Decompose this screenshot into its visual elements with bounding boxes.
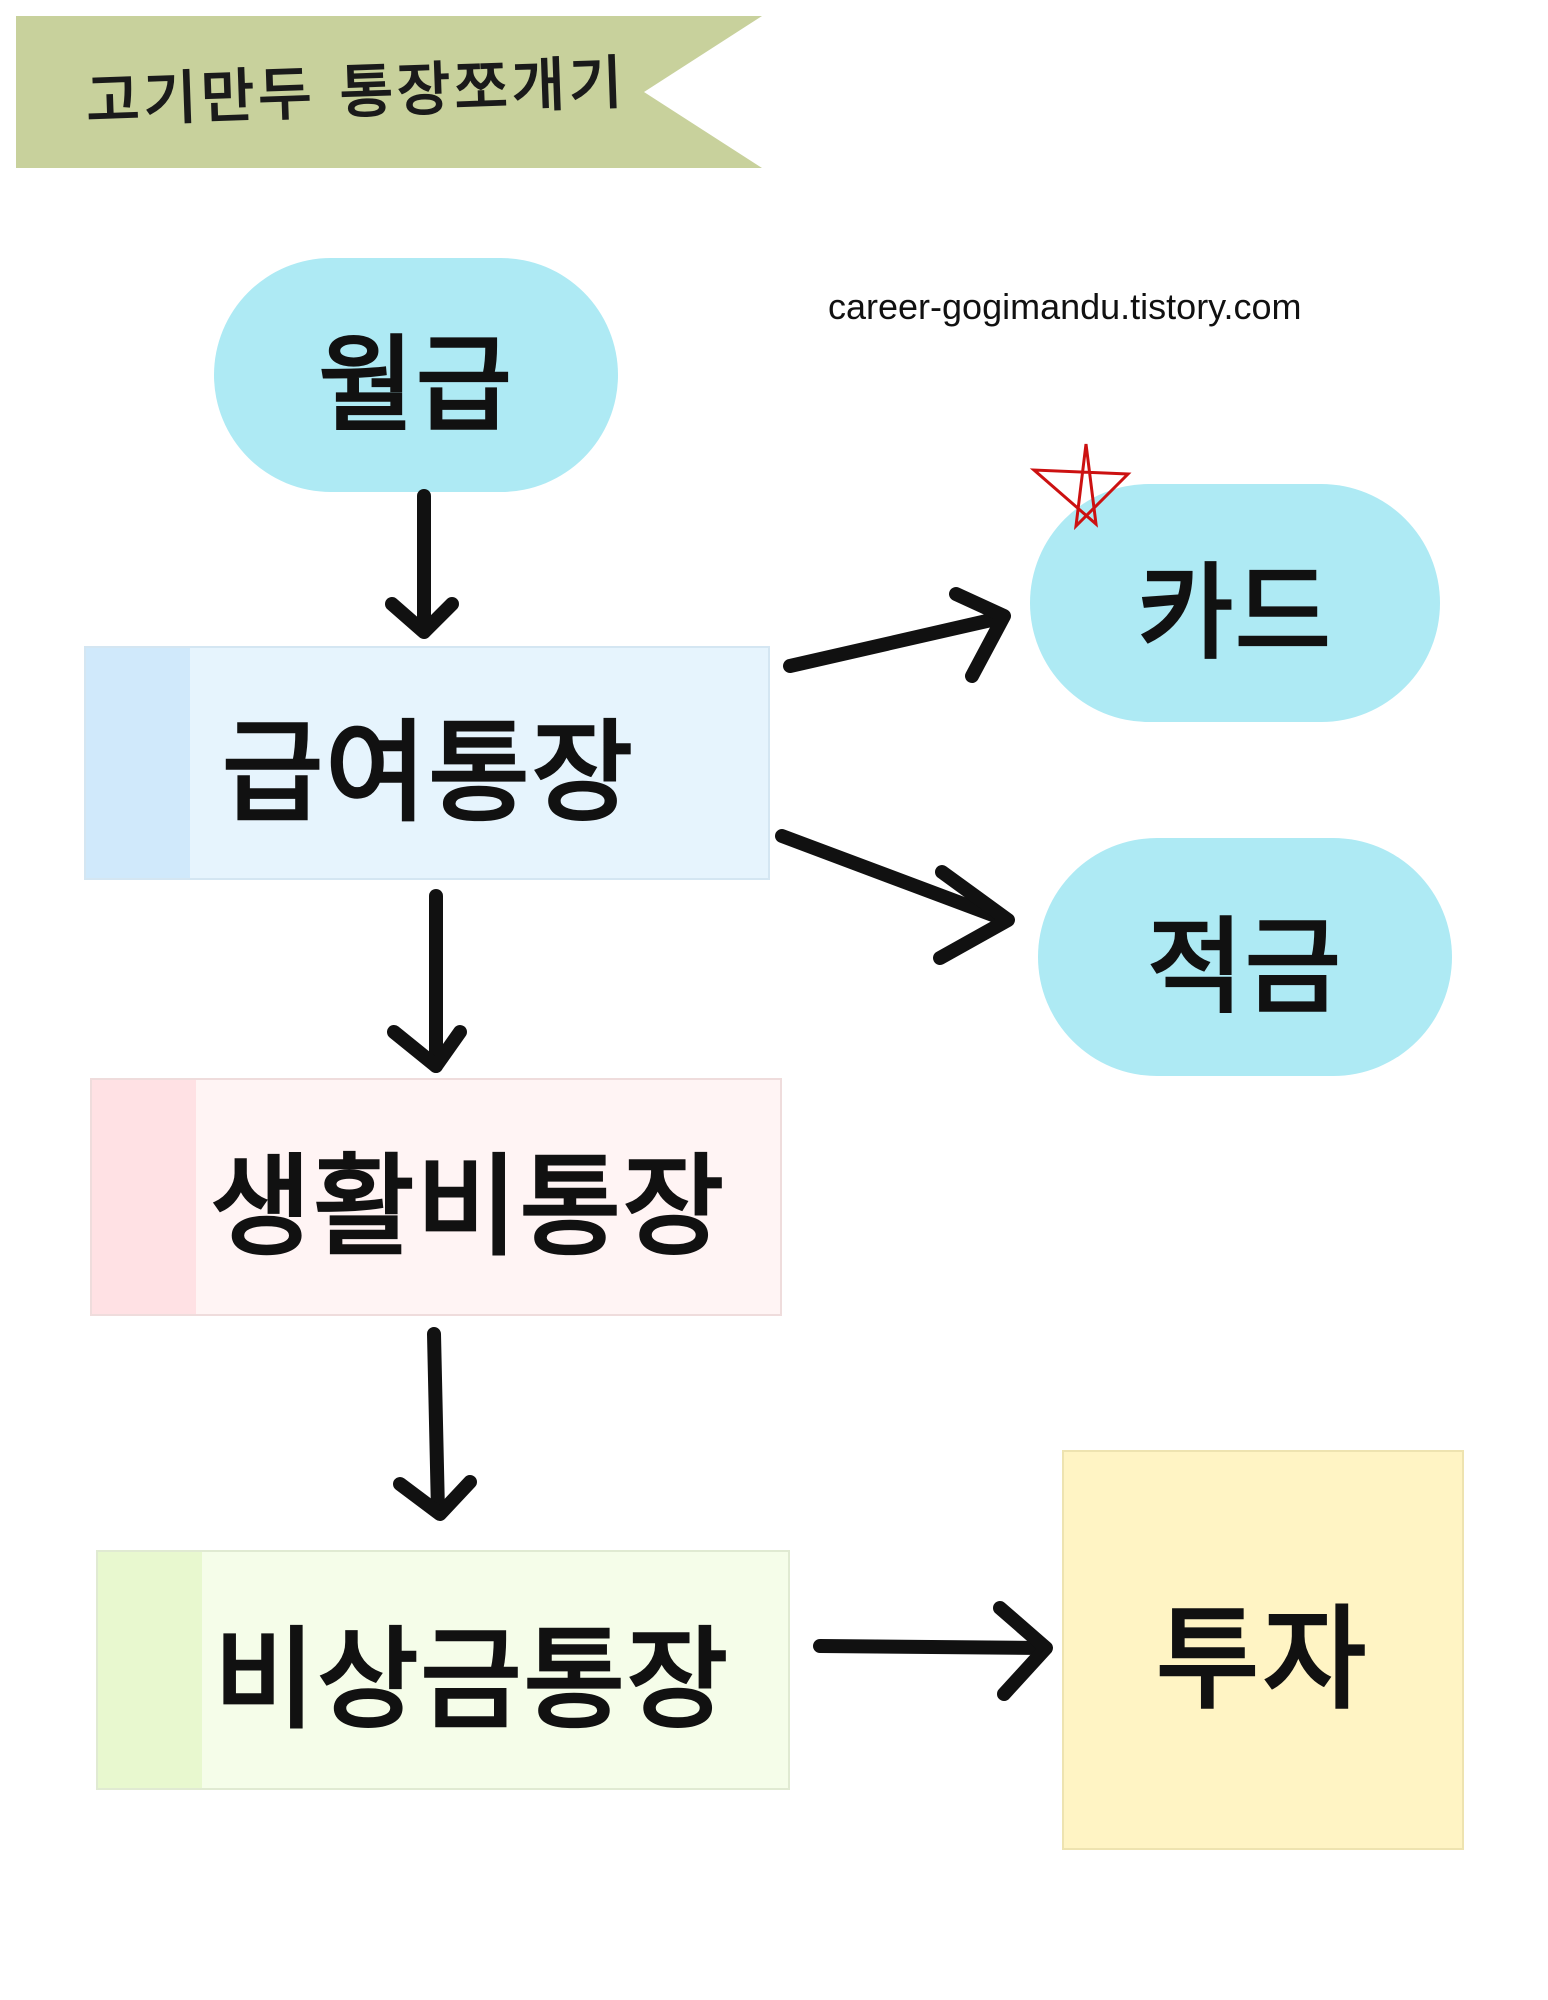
arrow-salary-to-salary-account (385, 489, 459, 639)
node-salary-account-label: 급여통장 (222, 709, 635, 837)
node-savings: 적금 (1038, 838, 1452, 1076)
node-emergency-account-label: 비상금통장 (214, 1616, 730, 1744)
arrow-salary-account-to-living-account (387, 889, 467, 1073)
arrow-salary-account-to-card (783, 587, 1011, 683)
emergency-account-strip (98, 1552, 202, 1788)
node-savings-label: 적금 (1147, 905, 1343, 1028)
arrow-salary-account-to-savings (775, 829, 1015, 965)
node-salary: 월급 (214, 258, 618, 492)
salary-account-strip (86, 648, 190, 878)
banner-shape (16, 16, 762, 168)
node-investment: 투자 (1062, 1450, 1464, 1850)
node-salary-account: 급여통장 (84, 646, 770, 880)
node-salary-label: 월급 (318, 323, 514, 446)
node-living-account: 생활비통장 (90, 1078, 782, 1316)
node-living-account-label: 생활비통장 (210, 1143, 726, 1271)
node-investment-label: 투자 (1155, 1595, 1371, 1725)
living-account-strip (92, 1080, 196, 1314)
node-emergency-account: 비상금통장 (96, 1550, 790, 1790)
star-icon (1029, 443, 1132, 531)
node-card-label: 카드 (1137, 551, 1333, 674)
node-card: 카드 (1030, 484, 1440, 722)
source-url: career-gogimandu.tistory.com (828, 286, 1302, 327)
title-banner: 고기만두 통장쪼개기 (16, 16, 762, 168)
arrow-emergency-account-to-investment (813, 1601, 1053, 1701)
arrow-living-account-to-emergency-account (393, 1327, 477, 1521)
